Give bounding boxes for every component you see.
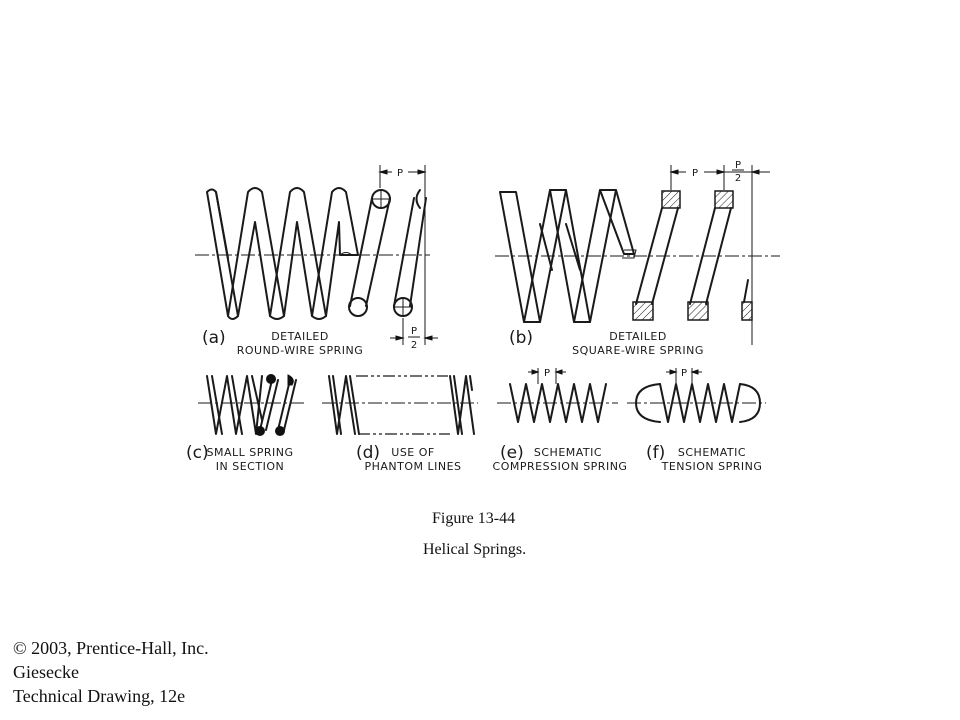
author-line: Giesecke xyxy=(13,662,79,682)
panel-d-letter: (d) xyxy=(356,443,380,463)
panel-f-pitch-label: P xyxy=(681,368,687,379)
panel-c-small-spring-section: (c) SMALL SPRING IN SECTION xyxy=(186,374,305,473)
panel-c-caption-line2: IN SECTION xyxy=(216,460,284,473)
panel-a-round-wire-spring: P P 2 (a) DETAILED ROUND-WIRE SPRING xyxy=(195,165,438,357)
panel-a-caption-line2: ROUND-WIRE SPRING xyxy=(237,344,364,357)
panel-e-pitch-label: P xyxy=(544,368,550,379)
panel-b-square-wire-spring: P P 2 (b) DETAILED SQUARE-WIRE SPRING xyxy=(495,160,780,357)
panel-c-caption-line1: SMALL SPRING xyxy=(206,446,293,459)
panel-a-coils xyxy=(206,187,427,320)
panel-b-caption-line2: SQUARE-WIRE SPRING xyxy=(572,344,704,357)
panel-b-pitch-dimension: P P 2 xyxy=(669,160,770,345)
panel-a-caption-line1: DETAILED xyxy=(271,330,329,343)
copyright-line: © 2003, Prentice-Hall, Inc. xyxy=(13,638,209,658)
panel-a-half-pitch-den: 2 xyxy=(411,340,417,351)
panel-b-half-pitch-den: 2 xyxy=(735,173,741,184)
panel-f-letter: (f) xyxy=(646,443,665,463)
panel-a-pitch-dimension: P P 2 xyxy=(378,165,438,351)
panel-b-pitch-label: P xyxy=(692,168,698,179)
panel-b-caption-line1: DETAILED xyxy=(609,330,667,343)
panel-f-tension-spring: P (f) SCHEMATIC TENSION SPRING xyxy=(627,368,766,473)
panel-d-caption-line2: PHANTOM LINES xyxy=(364,460,461,473)
panel-a-half-pitch-num: P xyxy=(411,326,417,337)
panel-b-letter: (b) xyxy=(509,328,533,348)
panel-d-caption-line1: USE OF xyxy=(391,446,434,459)
figure-title: Helical Springs. xyxy=(423,541,527,558)
panel-e-caption-line1: SCHEMATIC xyxy=(534,446,602,459)
panel-a-letter: (a) xyxy=(202,328,226,348)
panel-c-letter: (c) xyxy=(186,443,209,463)
panel-f-caption-line2: TENSION SPRING xyxy=(661,460,763,473)
book-title-line: Technical Drawing, 12e xyxy=(13,686,186,706)
panel-e-caption-line2: COMPRESSION SPRING xyxy=(493,460,628,473)
panel-a-pitch-label: P xyxy=(397,168,403,179)
panel-e-letter: (e) xyxy=(500,443,524,463)
panel-d-phantom-lines: (d) USE OF PHANTOM LINES xyxy=(322,375,478,473)
panel-f-caption-line1: SCHEMATIC xyxy=(678,446,746,459)
figure-number: Figure 13-44 xyxy=(432,510,516,527)
panel-b-coils xyxy=(499,189,753,323)
panel-b-half-pitch-num: P xyxy=(735,160,741,171)
panel-e-compression-spring: P (e) SCHEMATIC COMPRESSION SPRING xyxy=(493,368,628,473)
